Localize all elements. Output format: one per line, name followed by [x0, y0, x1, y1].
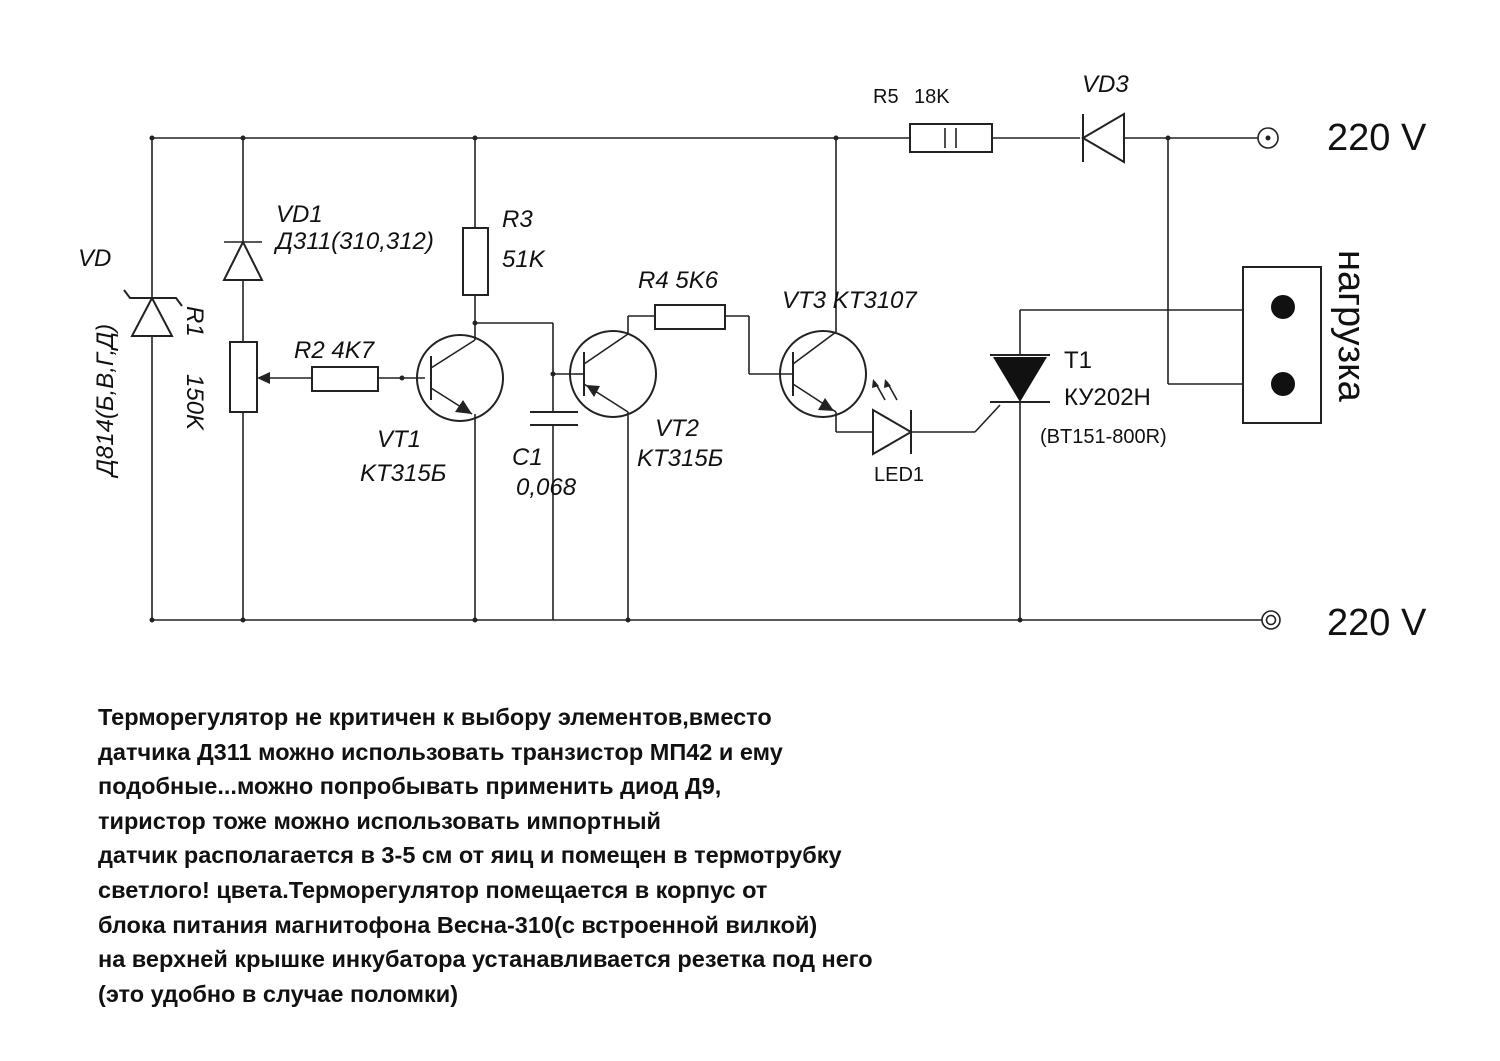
note-line: подобные...можно попробывать применить д…	[98, 773, 722, 800]
resistor-r2	[311, 366, 425, 392]
r4-label: R4 5K6	[638, 267, 719, 294]
note-line: (это удобно в случае поломки)	[98, 980, 459, 1007]
r2-label: R2 4K7	[294, 337, 376, 364]
transistor-vt2	[569, 316, 657, 623]
t1-label: T1	[1064, 347, 1092, 374]
vd-type-label: Д814(Б,В,Г,Д)	[92, 324, 119, 479]
led1	[872, 379, 1001, 456]
transistor-vt3	[779, 135, 873, 433]
thyristor-t1	[990, 309, 1243, 623]
terminal-top	[1257, 127, 1279, 149]
terminal-bottom	[1261, 610, 1281, 630]
note-line: Терморегулятор не критичен к выбору элем…	[98, 704, 772, 730]
r5-value-label: 18K	[914, 86, 950, 108]
vt1-label: VT1	[377, 426, 421, 453]
t1-alt-label: (BT151-800R)	[1040, 426, 1167, 448]
note-line: тиристор тоже можно использовать импортн…	[98, 807, 661, 834]
c1-label: C1	[512, 444, 543, 471]
voltage-bottom-label: 220 V	[1327, 602, 1427, 644]
note-line: блока питания магнитофона Весна-310(с вс…	[98, 911, 818, 938]
r3-label: R3	[502, 206, 533, 233]
resistor-r4	[628, 304, 793, 375]
led1-label: LED1	[874, 464, 924, 486]
r1-label: R1	[181, 306, 208, 337]
c1-value-label: 0,068	[516, 474, 577, 501]
load-socket	[1165, 135, 1322, 424]
r1-value-label: 150K	[181, 374, 208, 431]
note-line: датчика Д311 можно использовать транзист…	[98, 738, 783, 765]
vt2-type-label: KT315Б	[637, 445, 723, 472]
potentiometer-r1	[229, 341, 312, 623]
vt2-label: VT2	[655, 415, 699, 442]
r3-value-label: 51K	[502, 246, 546, 273]
diode-vd1	[222, 135, 264, 342]
note-line: на верхней крышке инкубатора устанавлива…	[98, 946, 873, 973]
voltage-top-label: 220 V	[1327, 117, 1427, 159]
zener-vd	[123, 135, 183, 623]
vd3-label: VD3	[1082, 71, 1129, 98]
vt1-type-label: KT315Б	[360, 460, 446, 487]
vd1-label: VD1	[276, 201, 323, 228]
description-note: Терморегулятор не критичен к выбору элем…	[98, 700, 1198, 1011]
t1-type-label: КУ202Н	[1064, 384, 1151, 411]
vd1-type-label: Д311(310,312)	[273, 228, 434, 255]
load-label: нагрузка	[1330, 250, 1372, 403]
vt3-label: VT3 KT3107	[782, 287, 918, 314]
capacitor-c1	[475, 322, 578, 620]
vd-label: VD	[78, 245, 111, 272]
resistor-r3	[462, 135, 489, 340]
r5-label: R5	[873, 86, 899, 108]
diode-vd3	[1081, 112, 1125, 164]
note-line: светлого! цвета.Терморегулятор помещаетс…	[98, 876, 768, 903]
note-line: датчик располагается в 3-5 см от яиц и п…	[98, 842, 842, 869]
resistor-r5	[909, 123, 993, 153]
transistor-vt1	[416, 334, 504, 623]
